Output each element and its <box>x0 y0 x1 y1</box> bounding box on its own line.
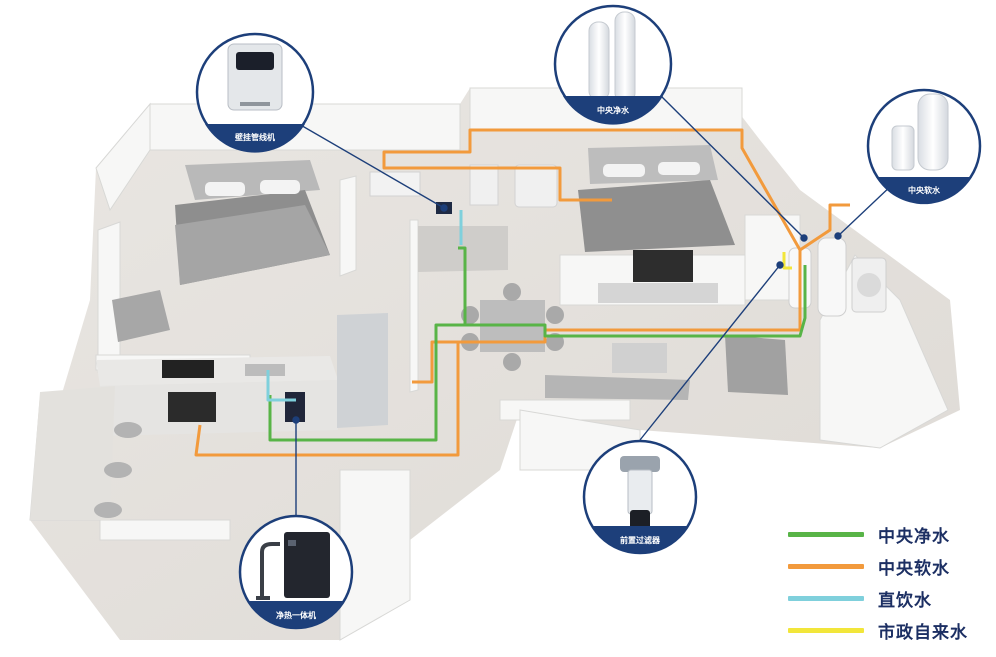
legend-swatch <box>788 595 864 601</box>
legend-item-central-softened: 中央软水 <box>788 550 988 582</box>
legend-swatch <box>788 627 864 633</box>
legend: 中央净水 中央软水 直饮水 市政自来水 <box>788 518 988 646</box>
purified-water-pipe <box>465 265 807 338</box>
softened-water-pipe <box>799 203 850 252</box>
furniture <box>30 145 887 520</box>
callout-hot-cold-unit: 净热一体机 <box>238 514 354 630</box>
legend-label: 直饮水 <box>878 590 932 611</box>
legend-swatch <box>788 563 864 569</box>
water-softener-icon <box>891 93 949 171</box>
callout-label: 壁挂管线机 <box>235 132 275 142</box>
callout-label: 前置过滤器 <box>620 535 661 545</box>
legend-item-direct-drinking: 直饮水 <box>788 582 988 614</box>
callout-label: 中央净水 <box>597 105 630 115</box>
callout-leaders <box>291 94 894 528</box>
legend-item-municipal: 市政自来水 <box>788 614 988 646</box>
wall-mounted-dispenser-icon <box>227 43 283 111</box>
prefilter-icon <box>620 456 660 532</box>
pipe-network <box>194 128 850 457</box>
legend-item-central-purified: 中央净水 <box>788 518 988 550</box>
callout-label: 净热一体机 <box>276 610 316 620</box>
purifier-faucet-icon <box>256 532 330 600</box>
callout-label: 中央软水 <box>908 185 941 195</box>
direct-drinking-pipe <box>266 370 296 402</box>
legend-label: 中央软水 <box>878 558 950 579</box>
callout-central-purifier: 中央净水 <box>553 4 673 125</box>
callout-central-softener: 中央软水 <box>866 88 982 205</box>
softened-water-pipe <box>194 128 802 457</box>
purified-water-pipe <box>268 246 467 442</box>
callout-prefilter: 前置过滤器 <box>582 439 698 555</box>
legend-label: 市政自来水 <box>878 622 968 643</box>
softened-water-pipe <box>412 340 458 384</box>
legend-label: 中央净水 <box>878 526 950 547</box>
callout-wall-pipeline: 壁挂管线机 <box>195 32 315 153</box>
twin-filter-tanks-icon <box>588 11 636 103</box>
municipal-water-pipe <box>782 252 792 270</box>
walls <box>29 87 949 641</box>
legend-swatch <box>788 531 864 537</box>
